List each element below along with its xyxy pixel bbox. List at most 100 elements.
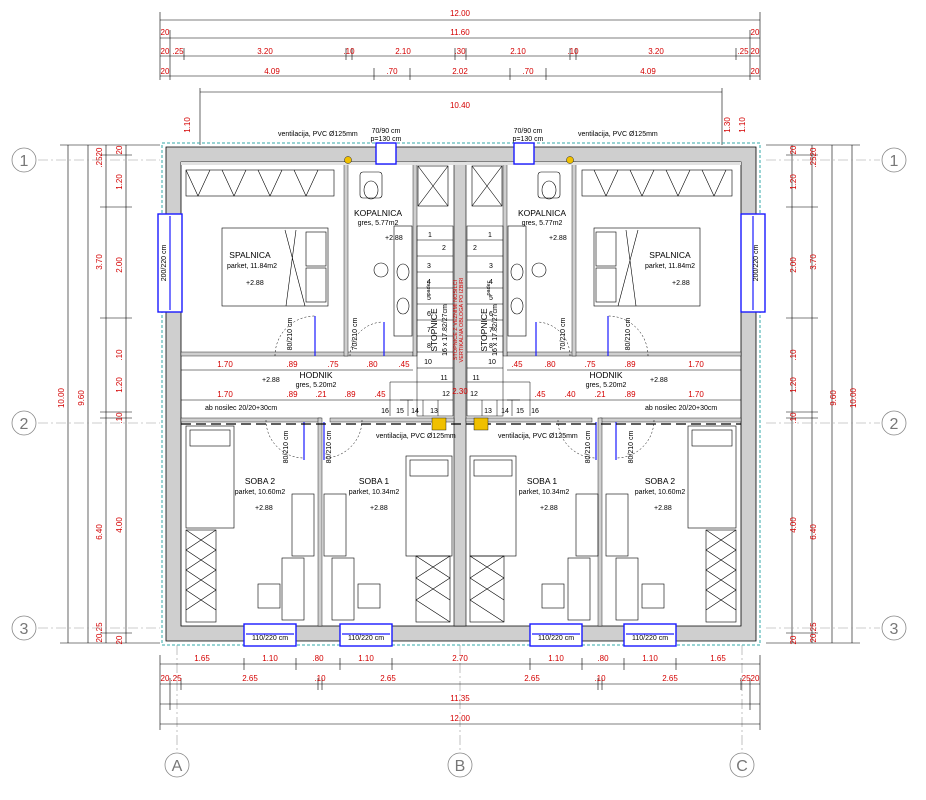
dim-bot2-8: .25 [739,674,751,683]
step-r-2: 2 [473,245,477,252]
dim-top3-10: 20 [751,47,760,56]
step-l-15: 15 [396,408,404,415]
axis-row-2-left: 2 [20,416,29,433]
dim-bot1-5: 1.10 [548,654,564,663]
hall-dim2-r-4: 1.70 [688,390,704,399]
hall-dim2-l-2: .21 [315,390,327,399]
window-bottom-2: 110/220 cm [348,635,384,642]
room-soba2-right-floor: parket, 10.60m2 [635,489,686,496]
window-bottom-3: 110/220 cm [538,635,574,642]
axis-row-3-left: 3 [20,621,29,638]
hall-dim-r-1: .80 [544,360,556,369]
step-r-13: 13 [484,408,492,415]
grid-axes: 1 1 2 2 3 3 A B C [11,147,907,778]
dim-bot1-7: 1.10 [642,654,658,663]
walls [161,142,761,646]
step-r-8: 8 [489,343,493,350]
window-side-left-size: 200/220 cm [161,245,168,282]
dim-top3-3: .10 [343,47,355,56]
step-l-8: 8 [427,343,431,350]
hall-dim2-l-0: 1.70 [217,390,233,399]
room-spalnica-right-floor: parket, 11.84m2 [645,263,695,270]
room-hodnik-right: HODNIK [589,370,622,380]
dim-left-small-1: .25 [95,156,104,168]
hall-dim2-l-1: .89 [286,390,298,399]
hall-dim2-r-3: .89 [624,390,636,399]
room-spalnica-right-level: +2.88 [672,280,690,287]
dim-bot2-9: 20 [751,674,760,683]
room-spalnica-left-level: +2.88 [246,280,264,287]
dim-bot1-3: 1.10 [358,654,374,663]
step-l-4: 4 [427,279,431,286]
dim-bot1-6: .80 [597,654,609,663]
step-l-11: 11 [440,375,447,382]
door-label-1: 80/210 cm [287,317,294,350]
dim-side-window-left: 1.10 [183,117,192,133]
axis-row-3-right: 3 [890,621,899,638]
dim-left-6: 6.40 [95,524,104,540]
furniture [185,165,737,623]
dim-end-left: 20 [161,28,170,37]
dim-left-p5: 1.20 [115,377,124,393]
step-r-10: 10 [488,359,496,366]
stairs-mid-dim: 2.30 [452,387,468,396]
step-r-7: 7 [489,327,493,334]
dimension-lines-top [159,12,761,145]
dim-top4-1: 4.09 [264,67,280,76]
dim-bot4: 12.00 [450,714,471,723]
dim-bot1-4: 2.70 [452,654,468,663]
step-l-7: 7 [427,327,431,334]
dim-right-6: 6.40 [809,524,818,540]
vent-icon [431,417,447,431]
dimension-lines-vertical [60,144,860,644]
dim-left-p0: 20 [115,145,124,154]
vent-icon [344,156,352,164]
hall-dim-r-4: 1.70 [688,360,704,369]
vent-label-mid-right: ventilacija, PVC Ø125mm [498,433,578,440]
axis-col-a: A [172,758,183,775]
hall-dim-r-2: .75 [584,360,596,369]
dim-bot2-7: 2.65 [662,674,678,683]
hall-dimensions: 1.70 .89 .75 .80 .45 .45 .80 .75 .89 1.7… [181,360,741,401]
hall-dim-r-3: .89 [624,360,636,369]
dim-total-width: 12.00 [450,9,471,18]
dim-inner-width: 11.60 [450,28,470,37]
dim-side-window-right: 1.30 [723,117,732,133]
door-label-7: 80/210 cm [585,430,592,463]
axis-row-1-left: 1 [20,153,29,170]
axis-row-2-right: 2 [890,416,899,433]
door-label-6: 80/210 cm [326,430,333,463]
room-spalnica-right: SPALNICA [649,250,691,260]
axis-col-c: C [736,758,748,775]
step-r-15: 15 [516,408,524,415]
step-r-6: 6 [489,311,493,318]
dim-top3-1: .25 [172,47,184,56]
step-l-14: 14 [411,408,419,415]
door-label-2: 70/210 cm [352,317,359,350]
room-kopalnica-right: KOPALNICA [518,208,566,218]
stairs-label-right: STOPNICE [479,308,489,352]
bath-fall-left: padec [426,280,432,295]
step-r-11: 11 [472,375,479,382]
room-kopalnica-left-level: +2.88 [385,235,403,242]
step-l-12: 12 [442,391,450,398]
dim-top4-0: 20 [161,67,170,76]
dim-top3-6: 2.10 [510,47,526,56]
dim-right-small-0: 20 [809,147,818,156]
room-hodnik-right-level: +2.88 [650,377,668,384]
dim-left-mid: 9.60 [77,390,86,406]
room-soba1-left: SOBA 1 [359,476,390,486]
stairs-note-2: VERTIKALNA OBLOGA PO IZBIRI [459,277,465,362]
step-r-3: 3 [489,263,493,270]
window-top-right-sill: p=130 cm [513,136,544,143]
doors [265,315,655,460]
hall-dim-l-1: .89 [286,360,298,369]
hall-dim2-l-3: .89 [344,390,356,399]
dimension-labels-top: 12.00 11.60 20 20 20 .25 3.20 .10 2.10 .… [161,9,760,133]
dim-left-p8: 20 [115,635,124,644]
bath-fall-right: padec [486,280,492,295]
dim-right-p8: 20 [789,635,798,644]
dim-left-p4: .10 [115,349,124,361]
hall-dim2-r-2: .21 [594,390,606,399]
room-kopalnica-right-level: +2.88 [549,235,567,242]
